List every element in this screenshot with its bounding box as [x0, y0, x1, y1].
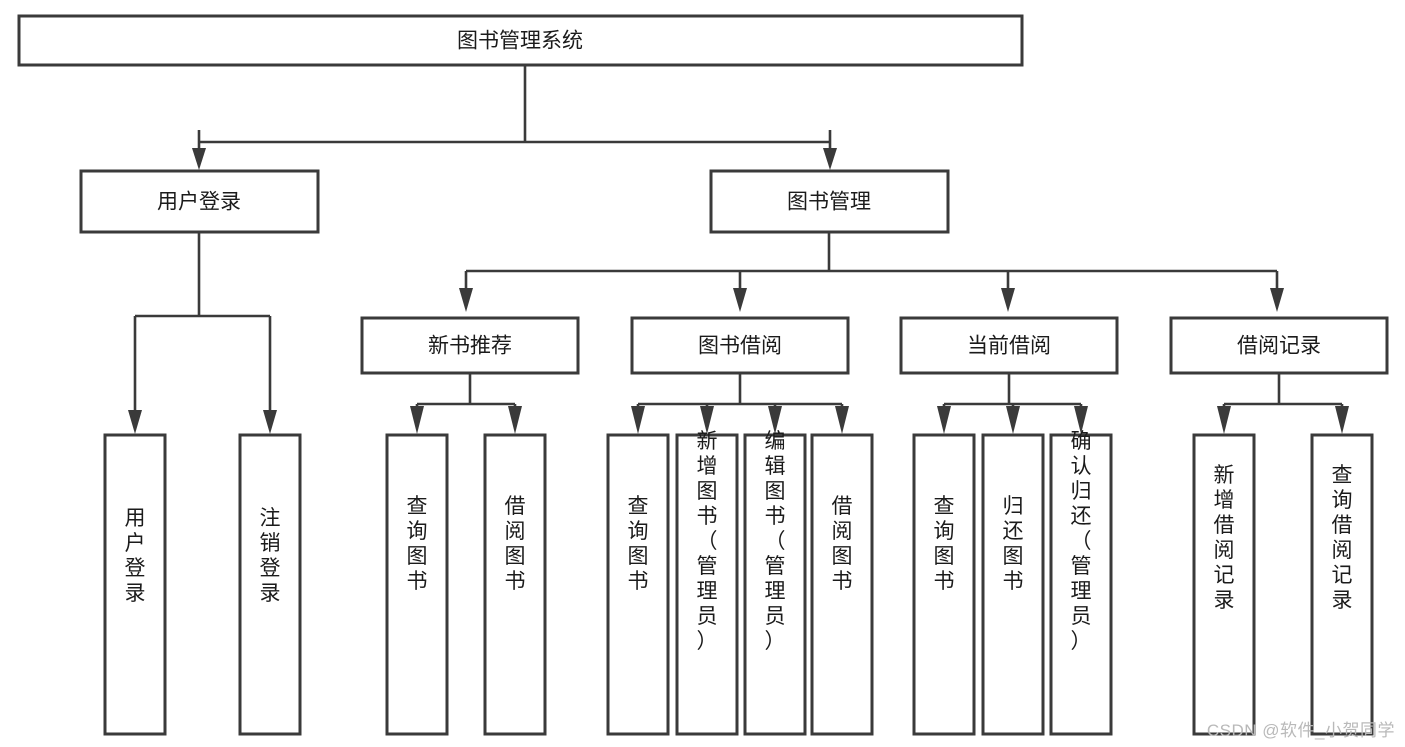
current-borrow-label: 当前借阅: [967, 335, 1051, 358]
leaf-label: 查询图书: [628, 495, 649, 593]
leaf-node-add-borrow-record[interactable]: 新增借阅记录: [1192, 433, 1256, 736]
leaf-node-logout[interactable]: 注销登录: [238, 433, 302, 736]
arrow-head-icon: [263, 410, 277, 434]
leaf-box[interactable]: [103, 433, 167, 736]
connector-root-to-level2: [192, 65, 837, 170]
arrow-head-icon: [459, 288, 473, 312]
leaf-label: 查询图书: [407, 495, 428, 593]
leaf-box[interactable]: [743, 433, 807, 736]
leaf-box[interactable]: [385, 433, 449, 736]
leaf-node-add-book-admin[interactable]: 新增图书（管理员）: [675, 430, 739, 736]
arrow-head-icon: [410, 406, 424, 434]
arrow-head-icon: [937, 406, 951, 434]
connector-borrowrecord-to-leaves: [1217, 373, 1349, 434]
arrow-head-icon: [1217, 406, 1231, 434]
arrow-head-icon: [192, 148, 206, 170]
leaf-box[interactable]: [1049, 433, 1113, 736]
arrow-head-icon: [1335, 406, 1349, 434]
arrow-head-icon: [768, 406, 782, 434]
leaf-box[interactable]: [981, 433, 1045, 736]
leaf-label: 归还图书: [1003, 495, 1024, 593]
user-login-box[interactable]: [79, 169, 320, 234]
borrow-record-label: 借阅记录: [1237, 335, 1321, 358]
connector-userlogin-to-leaves: [128, 232, 277, 434]
leaf-box[interactable]: [1310, 433, 1374, 736]
leaf-label: 查询图书: [934, 495, 955, 593]
root-box[interactable]: [17, 14, 1024, 67]
arrow-head-icon: [1001, 288, 1015, 312]
connector-currentborrow-to-leaves: [937, 373, 1088, 434]
new-book-recommend-box[interactable]: [360, 316, 580, 375]
leaf-node-query-book-borrow[interactable]: 查询图书: [606, 433, 670, 736]
leaf-node-confirm-return-admin[interactable]: 确认归还（管理员）: [1049, 430, 1113, 736]
node-borrow-record[interactable]: 借阅记录: [1169, 316, 1389, 375]
leaf-label: 借阅图书: [832, 495, 853, 593]
arrow-head-icon: [733, 288, 747, 312]
csdn-watermark: CSDN @软件_小贺同学: [1206, 721, 1395, 740]
node-new-book-recommend[interactable]: 新书推荐: [360, 316, 580, 375]
arrow-head-icon: [128, 410, 142, 434]
leaf-node-return-book[interactable]: 归还图书: [981, 433, 1045, 736]
leaf-node-query-borrow-record[interactable]: 查询借阅记录: [1310, 433, 1374, 736]
user-login-label: 用户登录: [157, 191, 241, 214]
arrow-head-icon: [823, 148, 837, 170]
node-book-borrow[interactable]: 图书借阅: [630, 316, 850, 375]
leaf-label: 用户登录: [125, 507, 146, 605]
connector-bookmgmt-to-level3: [459, 232, 1284, 312]
arrow-head-icon: [1006, 406, 1020, 434]
leaf-box[interactable]: [483, 433, 547, 736]
arrow-head-icon: [631, 406, 645, 434]
leaf-label: 编辑图书（管理员）: [765, 430, 786, 653]
leaf-label: 借阅图书: [505, 495, 526, 593]
leaf-box[interactable]: [606, 433, 670, 736]
leaf-label: 新增图书（管理员）: [697, 430, 718, 653]
leaf-node-borrow-book-recommend[interactable]: 借阅图书: [483, 433, 547, 736]
leaf-box[interactable]: [912, 433, 976, 736]
node-current-borrow[interactable]: 当前借阅: [899, 316, 1119, 375]
leaf-node-borrow-book[interactable]: 借阅图书: [810, 433, 874, 736]
leaf-node-user-login[interactable]: 用户登录: [103, 433, 167, 736]
leaf-node-edit-book-admin[interactable]: 编辑图书（管理员）: [743, 430, 807, 736]
book-management-label: 图书管理: [787, 191, 871, 214]
leaf-label: 新增借阅记录: [1214, 464, 1235, 612]
leaf-box[interactable]: [675, 433, 739, 736]
leaf-box[interactable]: [238, 433, 302, 736]
leaf-node-query-book-recommend[interactable]: 查询图书: [385, 433, 449, 736]
new-book-recommend-label: 新书推荐: [428, 335, 512, 358]
connector-newbook-to-leaves: [410, 373, 522, 434]
node-user-login[interactable]: 用户登录: [79, 169, 320, 234]
arrow-head-icon: [508, 406, 522, 434]
book-borrow-label: 图书借阅: [698, 335, 782, 358]
leaf-node-query-book-current[interactable]: 查询图书: [912, 433, 976, 736]
connector-bookborrow-to-leaves: [631, 373, 849, 434]
node-root[interactable]: 图书管理系统: [17, 14, 1024, 67]
current-borrow-box[interactable]: [899, 316, 1119, 375]
arrow-head-icon: [700, 406, 714, 434]
leaf-label: 查询借阅记录: [1332, 464, 1353, 612]
arrow-head-icon: [1074, 406, 1088, 434]
leaf-label: 确认归还（管理员）: [1071, 430, 1092, 653]
leaf-label: 注销登录: [260, 507, 281, 605]
leaf-box[interactable]: [1192, 433, 1256, 736]
root-label: 图书管理系统: [457, 30, 583, 53]
arrow-head-icon: [1270, 288, 1284, 312]
arrow-head-icon: [835, 406, 849, 434]
leaf-box[interactable]: [810, 433, 874, 736]
node-book-management[interactable]: 图书管理: [709, 169, 950, 234]
